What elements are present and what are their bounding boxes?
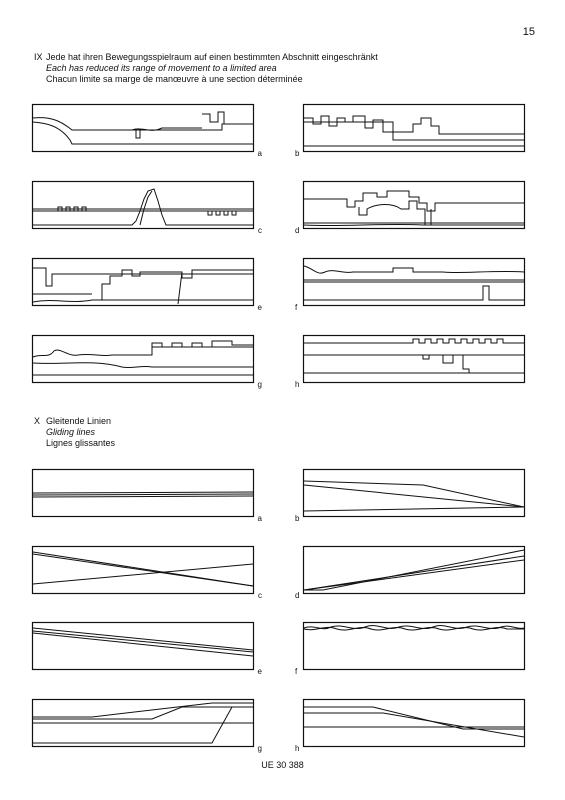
x-panel-g: g: [31, 698, 262, 753]
section-ix-french: Chacun limite sa marge de manœuvre à une…: [46, 74, 303, 84]
panel-label: c: [258, 226, 262, 235]
catalog-number: UE 30 388: [261, 760, 304, 770]
x-panel-e: e: [31, 621, 262, 676]
section-x-english: Gliding lines: [46, 427, 96, 437]
section-ix-numeral: IX: [34, 52, 43, 62]
panel-label: b: [295, 514, 300, 523]
section-x-german: Gleitende Linien: [46, 416, 112, 426]
page-number: 15: [522, 26, 535, 38]
ix-panel-g: g: [31, 334, 262, 389]
x-panel-b: b: [295, 468, 526, 523]
panel-label: a: [257, 149, 262, 158]
panel-label: a: [257, 514, 262, 523]
panel-label: g: [257, 380, 262, 389]
section-ix-english: Each has reduced its range of movement t…: [46, 63, 277, 73]
ix-panel-d: d: [295, 180, 526, 235]
panel-label: d: [295, 591, 300, 600]
ix-panel-f: f: [295, 257, 526, 312]
x-panel-d: d: [295, 545, 526, 600]
panel-label: d: [295, 226, 300, 235]
panel-label: e: [257, 667, 262, 676]
ix-panel-h: h: [295, 334, 526, 389]
x-panel-c: c: [31, 545, 262, 600]
section-x-heading: X Gleitende Linien Gliding lines Lignes g…: [34, 416, 115, 449]
ix-panel-a: a: [31, 103, 262, 158]
panel-label: c: [258, 591, 262, 600]
x-panel-f: f: [295, 621, 526, 676]
x-panel-h: h: [295, 698, 526, 753]
x-panel-a: a: [31, 468, 262, 523]
panel-label: e: [257, 303, 262, 312]
panel-label: h: [295, 380, 300, 389]
panel-label: f: [295, 667, 298, 676]
panel-label: h: [295, 744, 300, 753]
section-x-french: Lignes glissantes: [46, 438, 116, 448]
ix-panel-e: e: [31, 257, 262, 312]
section-ix-german: Jede hat ihren Bewegungsspielraum auf ei…: [46, 52, 378, 62]
panel-label: g: [257, 744, 262, 753]
panel-label: f: [295, 303, 298, 312]
ix-panel-c: c: [31, 180, 262, 235]
ix-panel-b: b: [295, 103, 526, 158]
panel-label: b: [295, 149, 300, 158]
section-x-numeral: X: [34, 416, 41, 426]
